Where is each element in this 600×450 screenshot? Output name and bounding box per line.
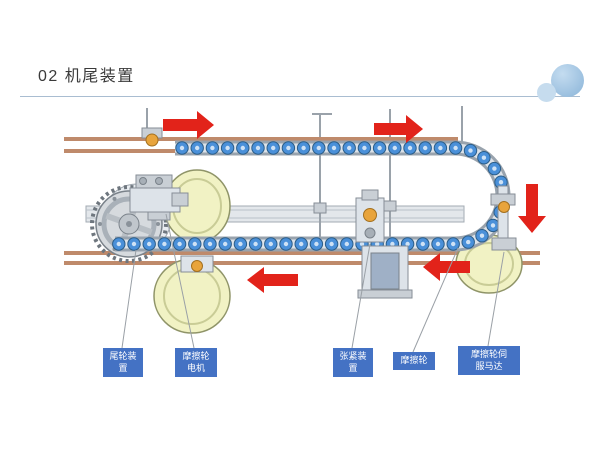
servo-motor-assembly [490, 185, 517, 251]
hanger-bracket [357, 245, 413, 299]
title-divider-line [20, 96, 580, 97]
label-tensioner-device: 张紧装 置 [333, 348, 373, 378]
arrow-left-icon [247, 267, 298, 293]
label-tail-wheel-device: 尾轮装 置 [103, 348, 143, 378]
decoration-circle-small [537, 83, 556, 102]
label-connector-lines [121, 213, 505, 353]
label-friction-wheel-servo-motor: 摩擦轮伺 服马达 [458, 346, 520, 376]
arrow-right-icon [163, 111, 214, 139]
decoration-circle-large [551, 64, 584, 97]
wheel-hanger [180, 255, 214, 273]
tensioner-device [355, 189, 385, 243]
direction-arrows [163, 111, 546, 293]
rail-clamp [141, 127, 163, 147]
tail-motor-assembly [129, 174, 189, 221]
label-friction-wheel: 摩擦轮 [393, 352, 435, 370]
arrow-right-icon [374, 115, 423, 143]
wheel-left-bottom [153, 258, 231, 334]
page-title: 02 机尾装置 [38, 68, 135, 85]
label-friction-wheel-motor: 摩擦轮 电机 [175, 348, 217, 378]
arrow-left-icon [423, 253, 470, 281]
arrow-down-icon [518, 184, 546, 233]
